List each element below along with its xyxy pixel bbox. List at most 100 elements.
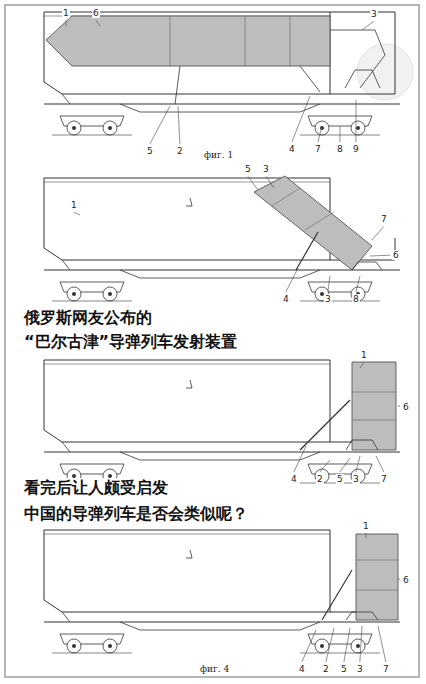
leader-line (302, 630, 316, 662)
callout-number: 7 (380, 214, 388, 224)
callout-number: 3 (370, 9, 378, 19)
car-mark (186, 198, 192, 206)
callout-number: 3 (356, 664, 364, 674)
axle (108, 292, 112, 296)
erector-pivot (346, 612, 378, 620)
canister-joint (305, 212, 334, 230)
support-strut (175, 66, 180, 104)
missile-canister (46, 16, 330, 66)
axle (108, 126, 112, 130)
axle (356, 644, 360, 648)
figure-label: фиг. 1 (202, 150, 235, 160)
wheel (103, 639, 117, 653)
car-body (44, 530, 330, 612)
fish-belly-sill (120, 622, 320, 630)
callout-number: 4 (290, 474, 298, 484)
rail-car (44, 360, 400, 483)
fish-belly-sill (120, 104, 320, 112)
callout-number: 6 (92, 8, 100, 18)
leader-line (376, 456, 384, 472)
leader-line (326, 628, 334, 662)
axle (320, 644, 324, 648)
leader-line (360, 362, 364, 368)
leader-line (365, 533, 366, 538)
caption-text: 中国的导弹列车是否会类似呢？ (20, 504, 252, 524)
callout-number: 1 (62, 8, 70, 18)
car-mark (186, 380, 192, 388)
callout-number: 5 (340, 664, 348, 674)
wheel (351, 639, 365, 653)
erector-cylinder (300, 400, 350, 450)
rail (52, 653, 132, 654)
callout-number: 2 (176, 146, 184, 156)
wheel (315, 639, 329, 653)
underframe (44, 103, 400, 104)
callout-number: 4 (288, 144, 296, 154)
callout-number: 3 (324, 294, 332, 304)
callout-number: 6 (402, 575, 410, 585)
leader-line (398, 578, 400, 580)
leader-line (339, 126, 340, 142)
frame (5, 5, 419, 677)
callout-number: 1 (362, 521, 370, 531)
caption-text: “巴尔古津”导弹列车发射装置 (20, 332, 241, 352)
rail (52, 301, 132, 302)
rail-car (44, 530, 400, 653)
watermark (357, 44, 413, 100)
leader-line (340, 458, 350, 472)
callout-number: 1 (70, 200, 78, 210)
callout-number: 2 (316, 474, 324, 484)
callout-number: 5 (146, 146, 154, 156)
leader-line (286, 268, 298, 292)
underframe (62, 612, 70, 622)
erector-pivot (345, 70, 380, 88)
callout-number: 7 (382, 664, 390, 674)
rail (52, 135, 132, 136)
axle (356, 126, 360, 130)
callout-number: 8 (352, 294, 360, 304)
erector-cylinder (322, 570, 352, 620)
leader-line (318, 126, 322, 142)
rail (300, 653, 380, 654)
rail (300, 301, 380, 302)
fish-belly-sill (120, 270, 320, 278)
callout-number: 6 (402, 402, 410, 412)
leader-line (266, 176, 274, 188)
wheel (67, 287, 81, 301)
support-strut (300, 66, 320, 92)
underframe (62, 260, 70, 270)
underframe (44, 621, 400, 622)
wheel (103, 121, 117, 135)
leader-line (178, 106, 180, 144)
canister-joint (272, 188, 300, 206)
rail-car (44, 12, 400, 135)
missile-canister (254, 176, 372, 270)
underframe (44, 269, 400, 270)
callout-number: 7 (380, 474, 388, 484)
axle (108, 644, 112, 648)
callout-number: 9 (352, 144, 360, 154)
car-body (44, 360, 330, 442)
callout-number: 3 (352, 474, 360, 484)
callout-number: 1 (360, 350, 368, 360)
callout-number: 6 (392, 250, 400, 260)
leader-line (398, 405, 400, 407)
underframe (62, 442, 70, 452)
wheel (351, 121, 365, 135)
leader-line (96, 20, 100, 26)
callout-number: 5 (336, 474, 344, 484)
caption-text: 俄罗斯网友公布的 (20, 308, 156, 328)
rail-car (44, 176, 400, 301)
erector-pivot (346, 440, 378, 450)
leader-line (362, 21, 374, 30)
roof-line (44, 364, 330, 365)
callout-number: 4 (282, 294, 290, 304)
missile-canister (356, 534, 398, 620)
canister-joint (352, 392, 396, 393)
underframe (62, 94, 70, 104)
leader-line (292, 96, 310, 142)
canister-joint (352, 420, 396, 421)
callout-number: 4 (298, 664, 306, 674)
leader-line (370, 255, 390, 257)
